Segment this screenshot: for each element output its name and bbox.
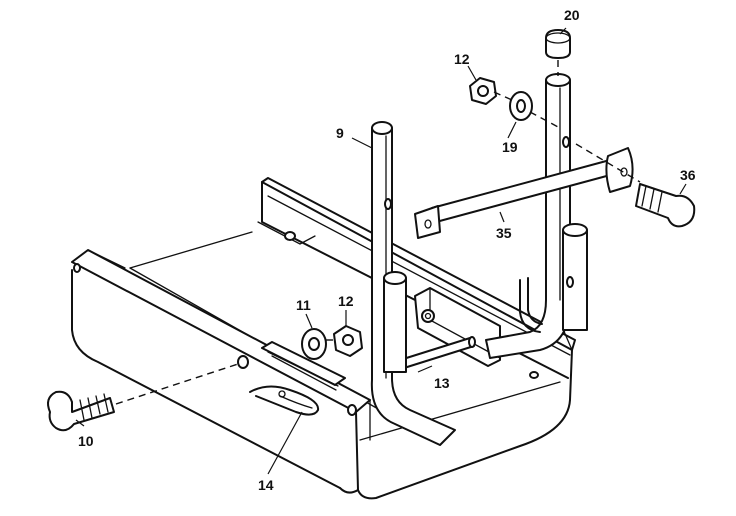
rod-13 [399,336,476,369]
leader-lines [75,27,687,475]
callout-11: 11 [296,297,311,313]
base-tray [71,177,576,500]
hair-pin-clip-14 [249,385,320,416]
callout-20: 20 [564,7,580,23]
callout-9: 9 [336,125,344,141]
mounting-bracket [261,287,501,391]
callout-10: 10 [78,433,94,449]
handle-tube-9 [370,121,456,446]
handle-tube-right [485,73,588,359]
assembly-lines [115,60,641,405]
callout-12-lower: 12 [338,293,354,309]
washer-11 [301,328,327,360]
carriage-bolt-36 [635,183,696,228]
carriage-bolt-10 [47,390,115,432]
nut-12-upper [469,77,497,105]
brace-35 [414,147,634,239]
tube-cap-20 [545,29,571,59]
callout-19: 19 [502,139,518,155]
callout-36: 36 [680,167,696,183]
callout-35: 35 [496,225,512,241]
washer-19 [509,91,533,121]
callout-12-upper: 12 [454,51,470,67]
callout-14: 14 [258,477,274,493]
callout-13: 13 [434,375,450,391]
nut-12-lower [333,325,363,357]
